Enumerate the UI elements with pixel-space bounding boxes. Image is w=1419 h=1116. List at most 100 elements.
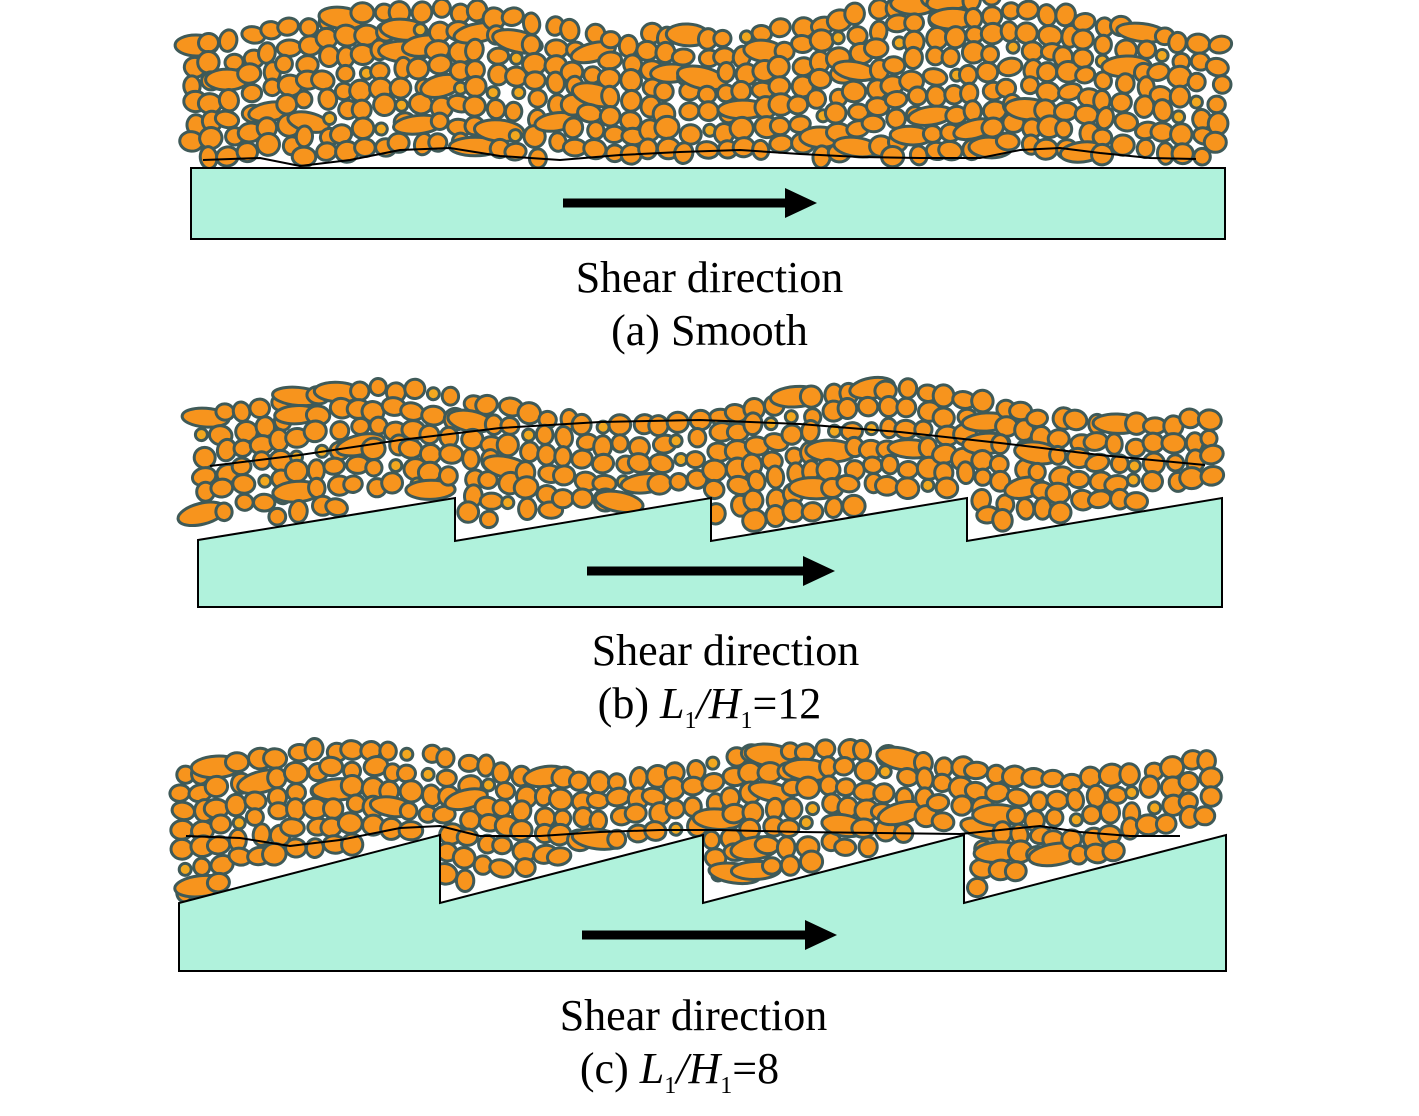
particle [520,33,542,56]
particle [209,813,233,835]
caption-c: (c) L1/H1=8 [579,1044,780,1099]
particle [1093,70,1113,91]
particle [1048,500,1073,525]
particle [1057,82,1084,102]
particle [1016,0,1040,21]
particle [478,491,505,511]
particle [429,111,450,132]
particle [213,109,241,130]
particle [1177,770,1200,792]
particle [276,16,300,37]
particle [843,1,866,26]
particle [668,433,684,449]
particle [830,30,846,46]
particle [420,404,447,427]
caption-a: (a) Smooth [0,309,1419,353]
particle [768,133,794,154]
particle [252,492,277,513]
var-H: H [708,679,741,728]
particle [668,471,689,492]
particle [284,837,308,859]
particle [930,811,956,833]
particle [1005,39,1021,55]
particle [1160,432,1187,455]
particle [823,101,848,125]
particle [840,79,868,104]
particle [527,88,548,109]
particle [521,11,542,36]
particle [665,410,690,434]
particle [568,770,590,792]
particle [507,128,523,144]
particle [805,88,828,110]
particle [431,804,457,825]
particle [783,409,799,425]
particle [500,6,525,27]
particle [1170,142,1195,166]
caption-prefix: (b) [597,679,649,728]
particle [712,28,733,49]
particle [1152,98,1174,123]
particle [1192,146,1212,167]
particle [435,768,458,788]
particle [339,773,365,798]
particle [832,756,856,777]
particle [262,747,289,770]
sawtooth-plate-l12 [197,496,1223,608]
particle-assembly-smooth [173,0,1234,171]
particle [1168,84,1192,109]
particle [807,67,833,90]
particle [647,414,670,438]
caption-text: Smooth [670,306,808,355]
particle [438,443,465,465]
particle [324,497,349,518]
particle [398,801,419,821]
particle [1125,472,1141,488]
particle [462,94,487,118]
particle [940,46,961,69]
particle [517,496,538,521]
particle [1044,481,1072,505]
particle [380,471,404,495]
particle [545,846,573,867]
particle [279,817,306,838]
particle [1036,61,1059,84]
particle [981,0,1002,7]
particle [373,121,389,137]
particle [1074,65,1097,85]
particle [1118,762,1141,787]
particle [1066,469,1091,490]
particle [255,131,281,157]
particle [217,28,239,53]
particle [425,386,441,402]
particle [235,141,259,164]
shear-direction-label-c: Shear direction [559,991,828,1040]
particle [1185,32,1212,55]
particle [883,90,909,110]
particle [610,433,630,454]
particle [1093,33,1113,56]
particle [664,798,686,820]
particle [1196,408,1223,432]
particle [607,413,633,437]
particle [1113,111,1139,133]
shear-band-line-b [209,418,1206,467]
particle [768,17,792,39]
particle [491,761,512,785]
particle [931,383,956,409]
particle [606,828,628,850]
particle [1104,432,1124,456]
particle [779,854,801,877]
particle [534,423,555,446]
particle [1199,443,1225,466]
particle [1005,787,1031,808]
particle [1136,39,1158,60]
particle [550,488,575,510]
particle [860,113,886,134]
particle [500,495,516,511]
particle [1044,807,1065,828]
particle [231,815,247,831]
particle [920,477,936,493]
particle [798,849,825,874]
particle [781,796,804,821]
